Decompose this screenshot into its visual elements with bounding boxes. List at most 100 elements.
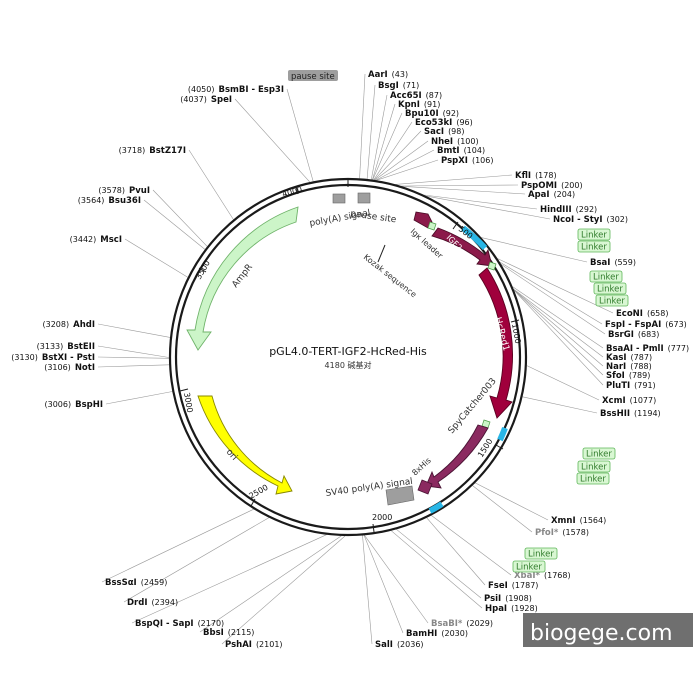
restriction-site[interactable]: KflI(178): [515, 171, 557, 181]
restriction-site[interactable]: XmnI(1564): [551, 516, 606, 526]
restriction-site[interactable]: (3106)NotI: [44, 363, 95, 373]
sv40-feature[interactable]: [385, 485, 415, 506]
site-name: BstXI - PstI: [42, 353, 95, 363]
site-position: (3130): [11, 353, 38, 362]
linker-pill-label: Linker: [586, 450, 612, 460]
site-name: NcoI - StyI: [553, 215, 603, 225]
restriction-site[interactable]: Acc65I(87): [390, 91, 442, 101]
restriction-site[interactable]: (3133)BstEII: [37, 342, 95, 352]
site-name: BssHII: [600, 409, 630, 419]
leader-line: [199, 535, 342, 633]
restriction-site[interactable]: Bpu10I(92): [405, 109, 459, 119]
restriction-site[interactable]: BamHI(2030): [406, 629, 468, 639]
restriction-site[interactable]: BssHII(1194): [600, 409, 661, 419]
restriction-site[interactable]: (3130) BstXI - PstI: [11, 353, 95, 363]
restriction-site[interactable]: KasI(787): [606, 353, 652, 363]
restriction-site[interactable]: KpnI(91): [398, 100, 440, 110]
hcred-feature[interactable]: [478, 267, 513, 419]
restriction-site[interactable]: AarI(43): [368, 70, 408, 80]
linker-pill-label: Linker: [599, 297, 625, 307]
site-label: (3106)NotI: [44, 363, 95, 373]
linker-pill[interactable]: Linker: [577, 240, 611, 253]
site-label: HpaI(1928): [485, 604, 538, 614]
restriction-site[interactable]: XbaI*(1768): [514, 571, 571, 581]
linker-pill-label: Linker: [528, 550, 554, 560]
restriction-site[interactable]: BsaI(559): [590, 258, 636, 268]
site-label: FseI(1787): [488, 581, 538, 591]
site-position: (91): [424, 100, 440, 109]
restriction-site[interactable]: XcmI(1077): [602, 396, 656, 406]
linker-pill[interactable]: Linker: [589, 270, 623, 283]
restriction-site[interactable]: BsaBI*(2029): [431, 619, 493, 629]
restriction-site[interactable]: (4037)SpeI: [180, 95, 232, 105]
restriction-site[interactable]: (3718)BstZ17I: [119, 146, 186, 156]
restriction-site[interactable]: BsrGI(683): [608, 330, 659, 340]
linker-pill[interactable]: Linker: [593, 282, 627, 295]
restriction-site[interactable]: BmtI(104): [437, 146, 485, 156]
linker-pill[interactable]: Linker: [577, 228, 611, 241]
linker-pill[interactable]: Linker: [582, 447, 616, 460]
leader-line: [426, 517, 486, 586]
restriction-site[interactable]: FseI(1787): [488, 581, 538, 591]
restriction-site[interactable]: (4050)BsmBI - Esp3I: [188, 85, 284, 95]
tick-label-3000: 3000: [182, 392, 194, 414]
restriction-site[interactable]: (3578)PvuI: [98, 186, 150, 196]
restriction-site[interactable]: FspI - FspAI(673): [605, 320, 687, 330]
restriction-site[interactable]: BbsI(2115): [203, 628, 254, 638]
linker-pill[interactable]: Linker: [595, 294, 629, 307]
plasmid-name: pGL4.0-TERT-IGF2-HcRed-His: [269, 345, 427, 358]
ampr-feature[interactable]: [186, 206, 299, 351]
site-position: (3006): [44, 400, 71, 409]
restriction-site[interactable]: BspQI - SapI(2170): [135, 619, 224, 629]
leader-line: [526, 365, 600, 401]
restriction-site[interactable]: (3564)Bsu36I: [78, 196, 141, 206]
site-label: XmnI(1564): [551, 516, 606, 526]
restriction-site[interactable]: HpaI(1928): [485, 604, 538, 614]
site-position: (3578): [98, 186, 125, 195]
pause-feature[interactable]: [357, 192, 371, 204]
linker-pill[interactable]: Linker: [524, 547, 558, 560]
site-label: SfoI(789): [606, 371, 650, 381]
restriction-site[interactable]: (3442)MscI: [70, 235, 122, 245]
restriction-site[interactable]: (3006)BspHI: [44, 400, 103, 410]
leader-line: [400, 184, 519, 187]
linker-chevron: [427, 221, 437, 231]
site-name: PspOMI: [521, 181, 557, 191]
restriction-site[interactable]: BssSαI(2459): [105, 578, 167, 588]
linker-labels: LinkerLinkerLinkerLinkerLinkerLinkerLink…: [512, 228, 629, 573]
restriction-site[interactable]: Eco53kI(96): [415, 118, 473, 128]
restriction-site[interactable]: NcoI - StyI(302): [553, 215, 628, 225]
leader-line: [105, 391, 173, 405]
ori-feature[interactable]: [197, 395, 293, 495]
site-name: MscI: [100, 235, 122, 245]
site-position: (1768): [544, 571, 571, 580]
polya-feature[interactable]: [332, 193, 346, 204]
restriction-site[interactable]: PsiI(1908): [484, 594, 532, 604]
site-position: (204): [554, 190, 576, 199]
restriction-site[interactable]: HindIII(292): [540, 205, 597, 215]
restriction-site[interactable]: DrdI(2394): [127, 598, 178, 608]
restriction-site[interactable]: ApaI(204): [528, 190, 575, 200]
restriction-site[interactable]: SacI(98): [424, 127, 464, 137]
site-label: (3208)AhdI: [43, 320, 96, 330]
his-tag-feature[interactable]: [417, 479, 433, 495]
restriction-site[interactable]: (3208)AhdI: [43, 320, 96, 330]
restriction-site[interactable]: PfoI*(1578): [535, 528, 589, 538]
restriction-site[interactable]: SfoI(789): [606, 371, 650, 381]
linker-pill[interactable]: Linker: [576, 472, 610, 485]
restriction-site[interactable]: PspXI(106): [441, 156, 493, 166]
restriction-site[interactable]: EcoNI(658): [616, 309, 668, 319]
restriction-site[interactable]: BsgI(71): [378, 81, 419, 91]
restriction-site[interactable]: SalI(2036): [375, 640, 424, 650]
restriction-site[interactable]: PshAI(2101): [225, 640, 283, 650]
igf2-feature[interactable]: [431, 227, 493, 267]
site-name: BbsI: [203, 628, 224, 638]
restriction-site[interactable]: NarI(788): [606, 362, 652, 372]
restriction-site[interactable]: NheI(100): [431, 137, 479, 147]
restriction-site[interactable]: BsaAI - PmlI(777): [606, 344, 689, 354]
linker-pill[interactable]: Linker: [577, 460, 611, 473]
linker-pill[interactable]: Linker: [512, 560, 546, 573]
restriction-site[interactable]: PluTI(791): [606, 381, 656, 391]
restriction-site[interactable]: PspOMI(200): [521, 181, 583, 191]
